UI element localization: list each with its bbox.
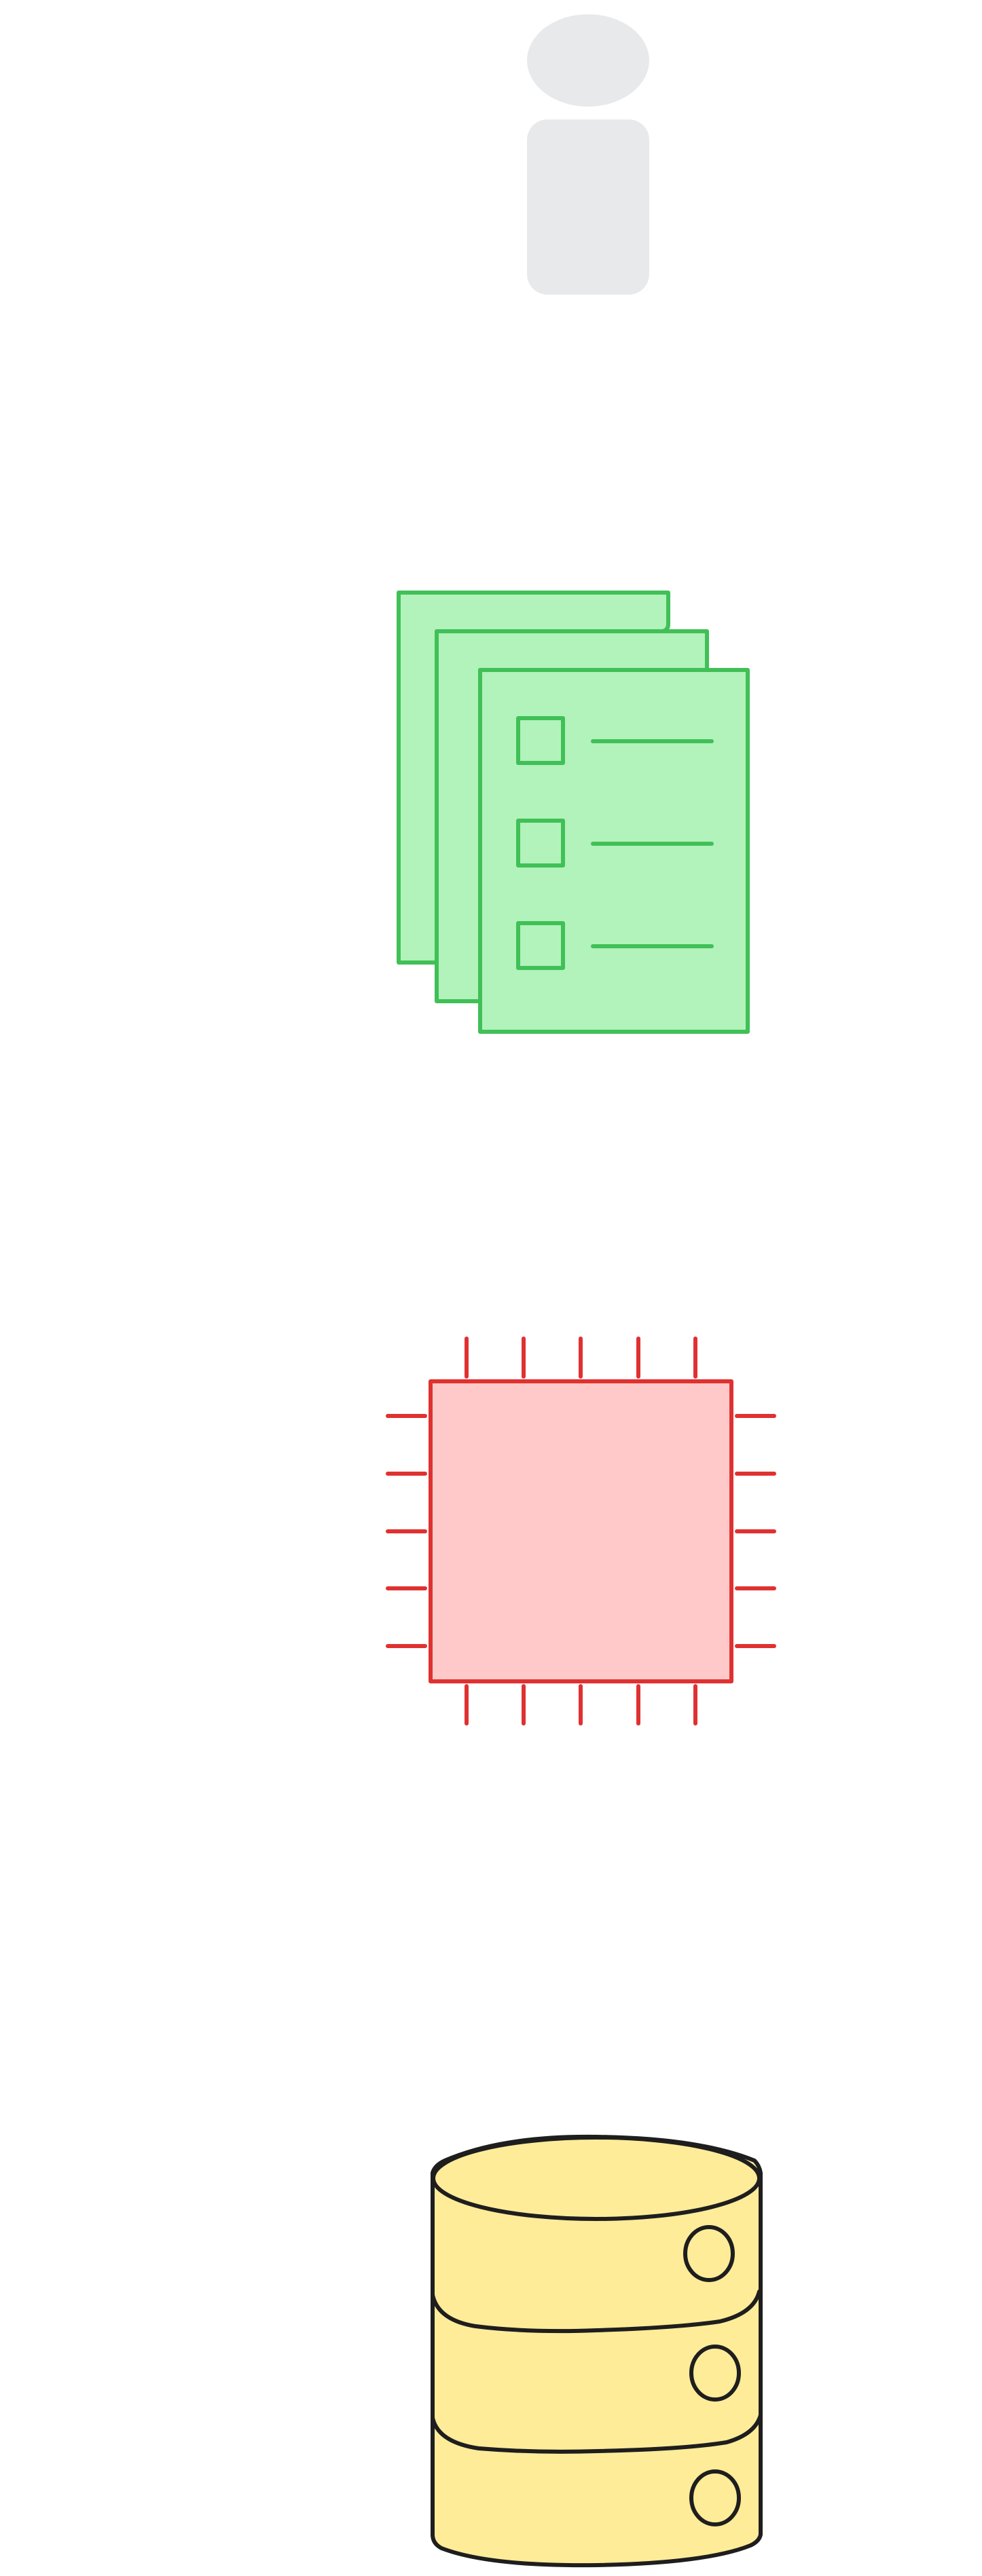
chip-icon[interactable] (386, 1337, 776, 1725)
database-top (431, 2135, 761, 2221)
chip-pins-right (735, 1414, 776, 1648)
database-led-1 (683, 2225, 735, 2282)
checklist-items (516, 716, 714, 970)
checkbox-1 (516, 716, 565, 765)
checkbox-3 (516, 921, 565, 970)
chip-pins-bottom (465, 1684, 697, 1725)
chip-pins-top (465, 1337, 697, 1379)
chip-pins-left (386, 1414, 427, 1648)
document-front-sheet (478, 668, 750, 1034)
database-led-3 (689, 2469, 741, 2526)
database-divider-1 (431, 2290, 761, 2334)
info-icon[interactable] (527, 14, 649, 295)
chip-body (429, 1379, 733, 1683)
database-led-2 (689, 2345, 741, 2402)
database-divider-2 (431, 2413, 763, 2454)
checklist-documents-icon[interactable] (397, 591, 750, 1034)
checkbox-2 (516, 819, 565, 867)
database-icon[interactable] (431, 2134, 763, 2568)
